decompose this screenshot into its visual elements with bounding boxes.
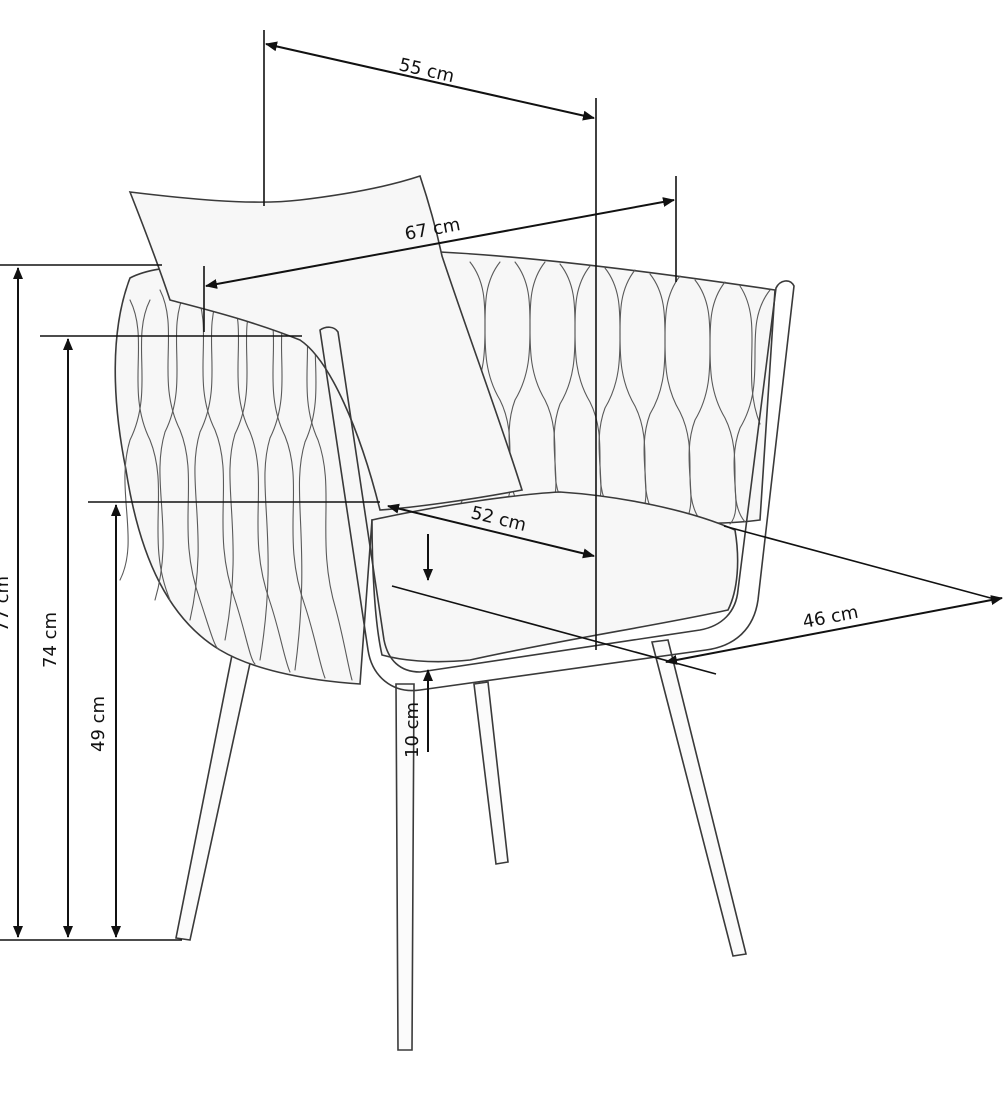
arrow-55cm	[265, 41, 595, 121]
rear-left-leg	[175, 649, 253, 941]
label-49cm: 49 cm	[88, 696, 109, 752]
extension-lines	[0, 30, 999, 941]
front-frame	[319, 280, 795, 692]
dimension-arrows	[13, 41, 1003, 938]
label-77cm: 77 cm	[0, 576, 13, 632]
front-right-leg	[650, 639, 747, 957]
chair-illustration	[114, 174, 795, 1051]
back-left-leg	[473, 681, 509, 865]
label-10cm: 10 cm	[402, 702, 423, 758]
label-74cm: 74 cm	[40, 612, 61, 668]
label-46cm: 46 cm	[801, 602, 860, 633]
label-55cm: 55 cm	[397, 54, 456, 87]
seat-cushion	[371, 491, 739, 663]
front-left-leg	[395, 683, 415, 1051]
arrow-67cm	[205, 197, 675, 289]
arrow-52cm	[387, 503, 595, 559]
arrow-46cm	[665, 595, 1003, 665]
